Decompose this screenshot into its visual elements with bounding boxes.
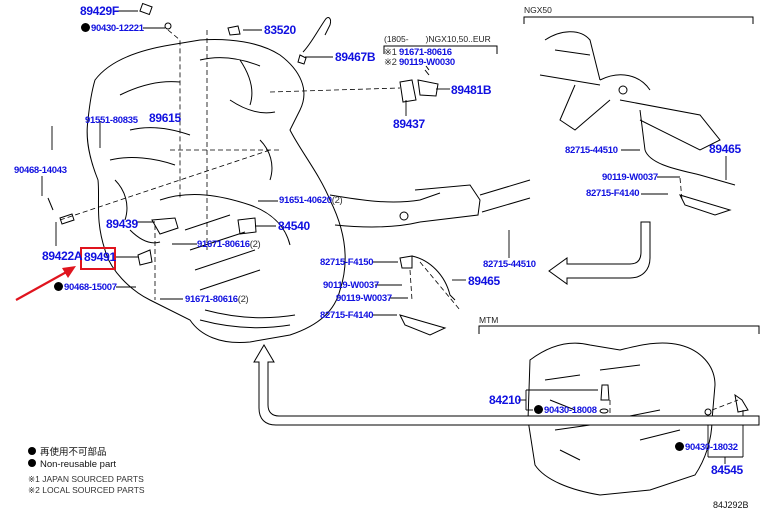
- non-reusable-dot-icon: [675, 442, 684, 451]
- mtm-arrow: [253, 344, 760, 426]
- part-label-90468-14043[interactable]: 90468-14043: [14, 165, 67, 176]
- part-label-89465-ngx50[interactable]: 89465: [709, 142, 741, 156]
- part-label-89465-main[interactable]: 89465: [468, 274, 500, 288]
- part-label-91551-80835[interactable]: 91551-80835: [85, 115, 138, 126]
- part-label-90430-12221[interactable]: 90430-12221: [81, 23, 144, 34]
- non-reusable-dot-icon: [54, 282, 63, 291]
- part-label-90119-W0037-upper[interactable]: 90119-W0037: [323, 280, 379, 291]
- mtm-section-header: MTM: [479, 315, 499, 325]
- legend-note2: ※2 LOCAL SOURCED PARTS: [28, 485, 145, 495]
- part-label-89491[interactable]: 89491: [84, 250, 116, 264]
- part-label-89481B[interactable]: 89481B: [451, 83, 492, 97]
- ngx50-arrow: [548, 221, 651, 285]
- eur-note2-part[interactable]: ※2 90119-W0030: [384, 57, 455, 68]
- mtm-transmission-drawing: [527, 342, 749, 496]
- ngx50-section-header: NGX50: [524, 5, 552, 15]
- part-label-91671-80616-lower[interactable]: 91671-80616(2): [185, 294, 249, 305]
- part-label-82715-F4140-ngx50[interactable]: 82715-F4140: [586, 188, 640, 199]
- section-brackets: [383, 16, 760, 334]
- eur-note1-part[interactable]: ※1 91671-80616: [384, 47, 452, 58]
- eur-section-header: (1805- )NGX10,50..EUR: [384, 34, 491, 44]
- leader-lines: [41, 10, 744, 464]
- part-label-91651-40620[interactable]: 91651-40620(2): [279, 195, 343, 206]
- component-sketches: [47, 2, 456, 336]
- part-label-89429F[interactable]: 89429F: [80, 4, 119, 18]
- part-label-89422A[interactable]: 89422A: [42, 249, 83, 263]
- part-label-83520[interactable]: 83520: [264, 23, 296, 37]
- part-label-91671-80616-upper[interactable]: 91671-80616(2): [197, 239, 261, 250]
- part-label-89439[interactable]: 89439: [106, 217, 138, 231]
- dashed-guides: [59, 29, 739, 420]
- diagram-code: 84J292B: [713, 500, 749, 510]
- legend-note1: ※1 JAPAN SOURCED PARTS: [28, 474, 144, 484]
- part-label-89615[interactable]: 89615: [149, 111, 181, 125]
- part-label-82715-F4140-main[interactable]: 82715-F4140: [320, 310, 374, 321]
- legend-non-reusable-en: Non-reusable part: [28, 459, 145, 471]
- non-reusable-dot-icon: [534, 405, 543, 414]
- part-label-82715-44510-ngx50[interactable]: 82715-44510: [565, 145, 618, 156]
- exhaust-drawing: [329, 179, 531, 228]
- part-label-90430-18008[interactable]: 90430-18008: [534, 405, 597, 416]
- ngx50-inset-drawing: [539, 31, 736, 216]
- part-label-89437[interactable]: 89437: [393, 117, 425, 131]
- part-label-84540[interactable]: 84540: [278, 219, 310, 233]
- part-label-82715-F4150[interactable]: 82715-F4150: [320, 257, 374, 268]
- part-label-89467B[interactable]: 89467B: [335, 50, 376, 64]
- part-label-82715-44510-main[interactable]: 82715-44510: [483, 259, 536, 270]
- part-label-84210[interactable]: 84210: [489, 393, 521, 407]
- legend-non-reusable-jp: 再使用不可部品: [28, 447, 145, 459]
- non-reusable-dot-icon: [28, 447, 36, 455]
- non-reusable-dot-icon: [28, 459, 36, 467]
- part-label-90119-W0037-lower[interactable]: 90119-W0037: [336, 293, 392, 304]
- part-label-90430-18032[interactable]: 90430-18032: [675, 442, 738, 453]
- engine-transmission-drawing: [86, 39, 346, 344]
- part-label-90468-15007[interactable]: 90468-15007: [54, 282, 117, 293]
- legend: 再使用不可部品 Non-reusable part ※1 JAPAN SOURC…: [28, 447, 145, 496]
- highlight-pointer-arrow: [15, 266, 76, 301]
- highlight-box: [80, 247, 116, 270]
- part-label-90119-W0037-ngx50[interactable]: 90119-W0037: [602, 172, 658, 183]
- non-reusable-dot-icon: [81, 23, 90, 32]
- reference-arrows: [253, 221, 760, 426]
- part-label-84545[interactable]: 84545: [711, 463, 743, 477]
